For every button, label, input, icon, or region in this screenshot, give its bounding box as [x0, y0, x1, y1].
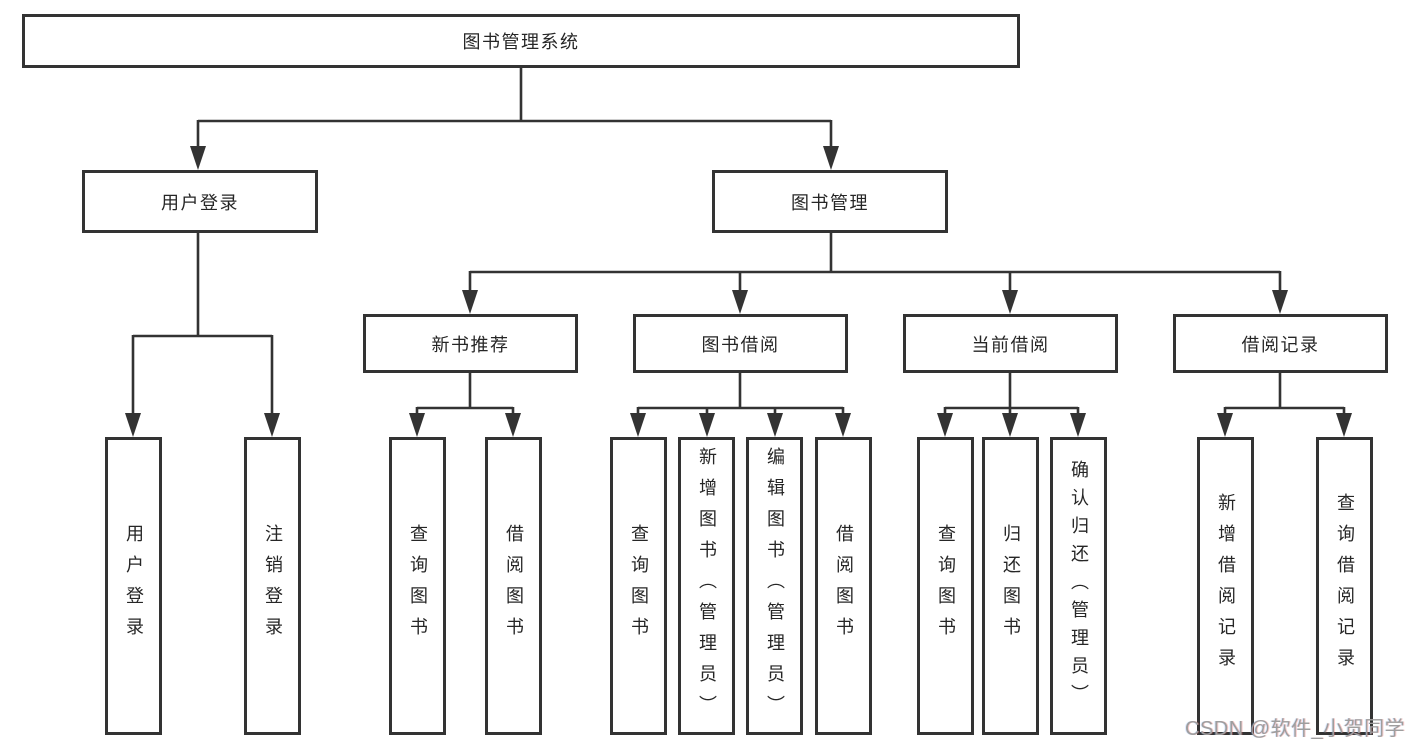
connector-book-management-children [468, 233, 1282, 294]
arrowhead [1217, 413, 1233, 437]
arrowhead [823, 146, 839, 170]
node-book-management: 图书管理 [712, 170, 948, 233]
node-book-borrow: 图书借阅 [633, 314, 848, 373]
connector-new-book-recommend-children [415, 373, 515, 417]
arrowhead [1272, 290, 1288, 314]
node-library-management-system: 图书管理系统 [22, 14, 1020, 68]
arrowhead [699, 413, 715, 437]
arrowhead [937, 413, 953, 437]
connector-current-borrow-children [943, 373, 1080, 417]
arrowhead [264, 413, 280, 437]
leaf-query-book-current: 查询图书 [917, 437, 974, 735]
connector-book-borrow-children [636, 373, 845, 417]
node-new-book-recommend: 新书推荐 [363, 314, 578, 373]
leaf-add-borrow-record: 新增借阅记录 [1197, 437, 1254, 735]
connector-user-login-children [131, 233, 274, 417]
leaf-edit-book-admin: 编辑图书（管理员） [746, 437, 803, 735]
arrowhead [1070, 413, 1086, 437]
arrowhead [767, 413, 783, 437]
leaf-confirm-return-admin: 确认归还（管理员） [1050, 437, 1107, 735]
arrowhead [1002, 290, 1018, 314]
node-user-login: 用户登录 [82, 170, 318, 233]
leaf-logout: 注销登录 [244, 437, 301, 735]
leaf-user-login: 用户登录 [105, 437, 162, 735]
leaf-query-book-borrow: 查询图书 [610, 437, 667, 735]
arrowhead [505, 413, 521, 437]
arrowhead [732, 290, 748, 314]
leaf-query-book-recommend: 查询图书 [389, 437, 446, 735]
arrowhead [462, 290, 478, 314]
arrowhead [1336, 413, 1352, 437]
leaf-borrow-book: 借阅图书 [815, 437, 872, 735]
arrowhead [1002, 413, 1018, 437]
arrowhead [630, 413, 646, 437]
leaf-add-book-admin: 新增图书（管理员） [678, 437, 735, 735]
arrowhead [835, 413, 851, 437]
arrowhead [409, 413, 425, 437]
node-borrow-record: 借阅记录 [1173, 314, 1388, 373]
connector-root-to-level2 [196, 68, 833, 150]
csdn-watermark: CSDN @软件_小贺同学 [1185, 718, 1405, 740]
leaf-borrow-book-recommend: 借阅图书 [485, 437, 542, 735]
leaf-query-borrow-record: 查询借阅记录 [1316, 437, 1373, 735]
leaf-return-book: 归还图书 [982, 437, 1039, 735]
node-current-borrow: 当前借阅 [903, 314, 1118, 373]
connector-borrow-record-children [1223, 373, 1346, 417]
arrowhead [190, 146, 206, 170]
arrowhead [125, 413, 141, 437]
